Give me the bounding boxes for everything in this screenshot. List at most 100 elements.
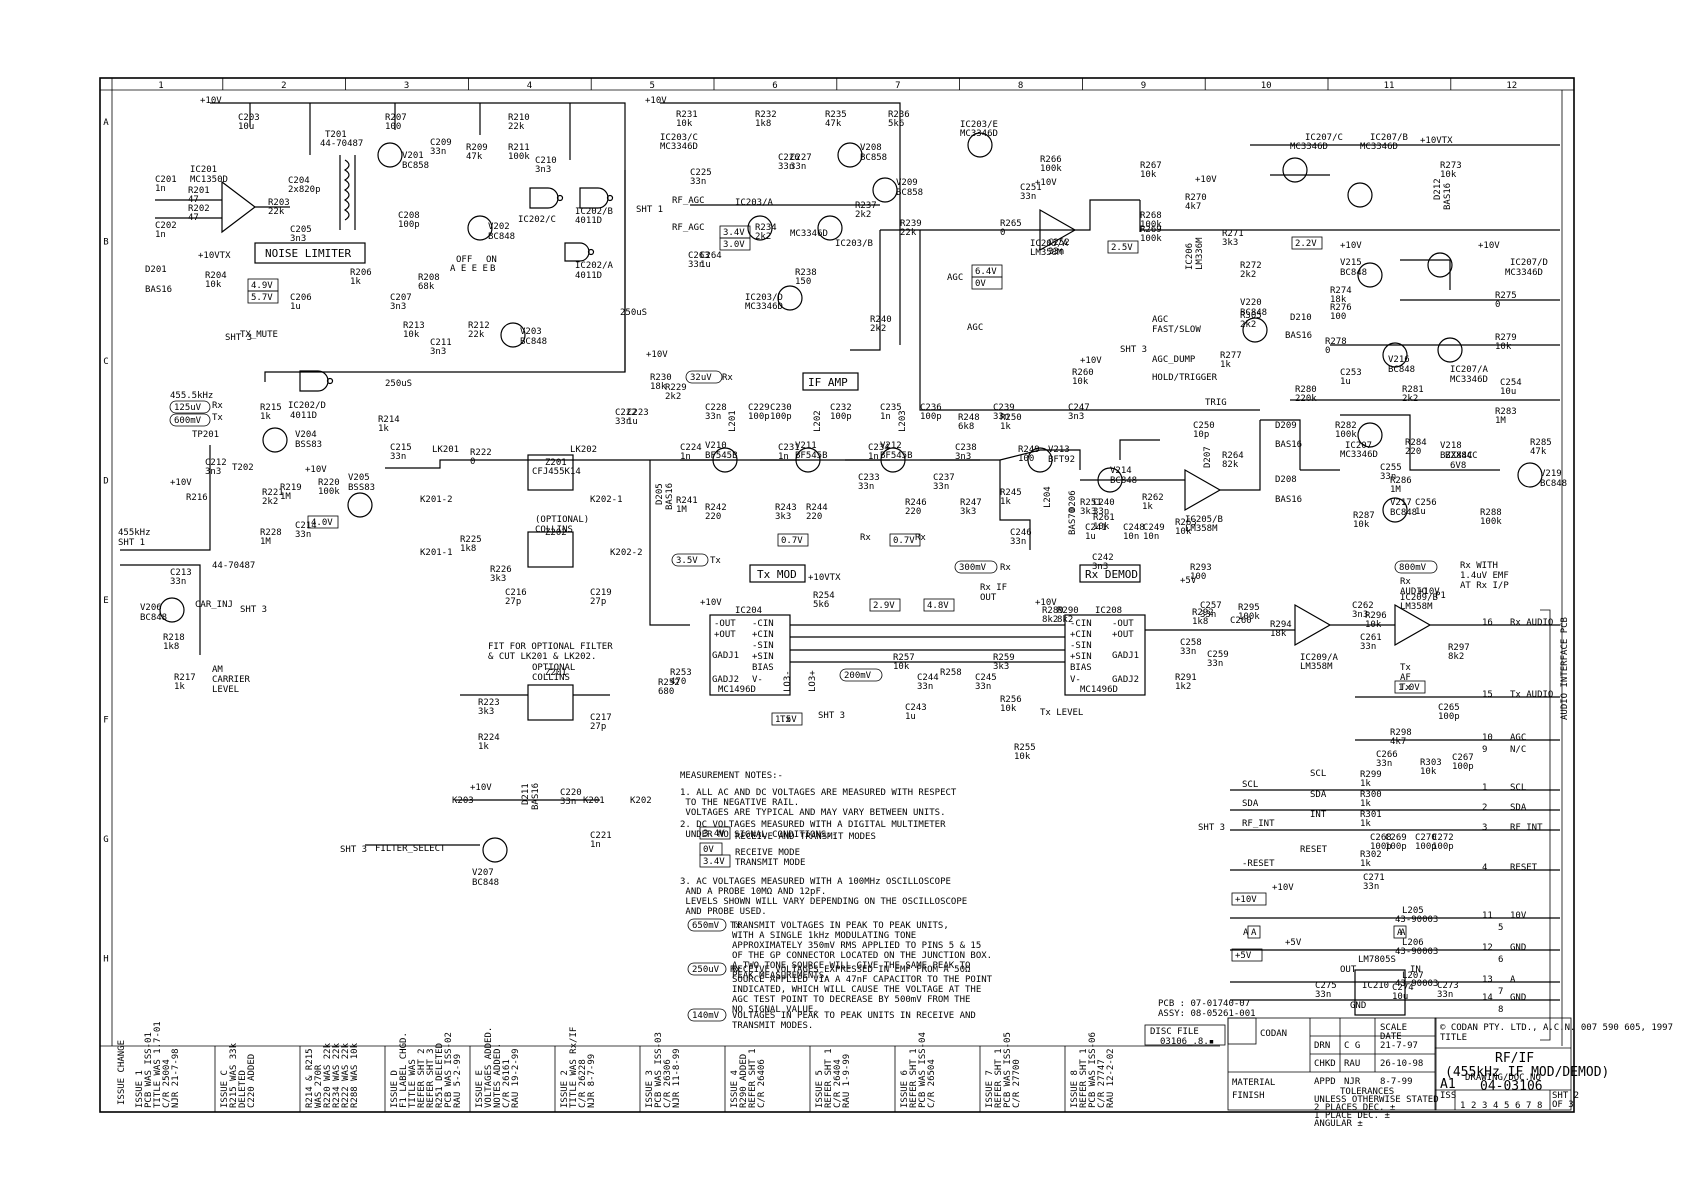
voltage-tag: 2.2V bbox=[1295, 239, 1317, 249]
c230-value: 100p bbox=[770, 412, 792, 422]
r243-value: 3k3 bbox=[775, 512, 791, 522]
c243-value: 1u bbox=[905, 712, 916, 722]
r281-designator: R281 bbox=[1402, 385, 1424, 395]
r272-value: 2k2 bbox=[1240, 270, 1256, 280]
r217-value: 1k bbox=[174, 682, 185, 692]
p10v-ic208: +10V bbox=[1035, 598, 1057, 608]
ac-level-box bbox=[687, 1008, 727, 1022]
r299-designator: R299 bbox=[1360, 770, 1382, 780]
c232-value: 100p bbox=[830, 412, 852, 422]
r255-designator: R255 bbox=[1014, 743, 1036, 753]
r262-value: 1k bbox=[1142, 502, 1153, 512]
r273-designator: R273 bbox=[1440, 161, 1462, 171]
c233-value: 33n bbox=[858, 482, 874, 492]
row-marker: H bbox=[103, 955, 108, 965]
ic204-bias: BIAS bbox=[752, 663, 774, 673]
r302-designator: R302 bbox=[1360, 850, 1382, 860]
voltage-tag-box bbox=[1291, 236, 1323, 250]
tx-35: Tx bbox=[710, 556, 721, 566]
ac-level-tag: 800mV bbox=[1399, 563, 1427, 573]
r212-value: 22k bbox=[468, 330, 485, 340]
r257-designator: R257 bbox=[893, 653, 915, 663]
components-d212: D212 bbox=[1433, 178, 1443, 200]
r262-designator: R262 bbox=[1142, 493, 1164, 503]
c241-designator: C241 bbox=[1085, 523, 1107, 533]
voltage-tag: 3.4V bbox=[703, 857, 725, 867]
rx-300: Rx bbox=[1000, 563, 1011, 573]
company-name: CODAN bbox=[1260, 1029, 1287, 1039]
issue-number: 8 bbox=[1537, 1101, 1542, 1111]
components-l207: L207 bbox=[1402, 971, 1424, 981]
components-ic209a: IC209/A bbox=[1300, 653, 1339, 663]
r207-designator: R207 bbox=[385, 113, 407, 123]
wiring bbox=[120, 102, 1560, 1041]
c225-designator: C225 bbox=[690, 168, 712, 178]
r229-value: 2k2 bbox=[665, 392, 681, 402]
connector-label: RESET bbox=[1510, 863, 1538, 873]
voltage-tag-box bbox=[1394, 680, 1426, 694]
issue-entry: ISSUE DF1 LABEL CHGD.TITLE WASREFER SHT … bbox=[390, 1032, 463, 1108]
ac-level-tag: 140mV bbox=[692, 1011, 720, 1021]
l207-part: 43-90003 bbox=[1395, 979, 1438, 989]
ic204-gadj1: GADJ1 bbox=[712, 651, 739, 661]
voltage-tag: +5V bbox=[1235, 951, 1252, 961]
signals-pulse: 250uS bbox=[620, 308, 647, 318]
signals-aeee: A E E E bbox=[450, 264, 488, 274]
c268-value: 100p bbox=[1370, 842, 1392, 852]
c263-designator: C263 bbox=[688, 251, 710, 261]
r234-designator: R234 bbox=[755, 223, 777, 233]
r252-value: 680 bbox=[658, 687, 674, 697]
noise-limiter-label: NOISE LIMITER bbox=[265, 247, 351, 260]
p10v-t: +10V bbox=[305, 465, 327, 475]
title_block-tolerances: TOLERANCES bbox=[1340, 1087, 1394, 1097]
components-d211: D211 bbox=[521, 783, 531, 805]
r239-value: 22k bbox=[900, 228, 917, 238]
z201-optional: Z201 bbox=[545, 668, 567, 678]
c250-value: 10p bbox=[1193, 430, 1209, 440]
r240-value: 2k2 bbox=[870, 324, 886, 334]
v218-zener: BZX84C bbox=[1445, 451, 1478, 461]
c244-designator: C244 bbox=[917, 673, 939, 683]
v217-part: BC848 bbox=[1390, 508, 1417, 518]
r295-designator: R295 bbox=[1238, 603, 1260, 613]
ac-level-box bbox=[169, 400, 211, 414]
ic208-pin_cin: -CIN bbox=[1070, 619, 1092, 629]
ic203d-part: MC3346D bbox=[745, 302, 783, 312]
row-marker: D bbox=[103, 477, 108, 487]
components-ic202c: IC202/C bbox=[518, 215, 556, 225]
components-l206: L206 bbox=[1402, 938, 1424, 948]
r259-value: 3k3 bbox=[993, 662, 1009, 672]
r203-designator: R203 bbox=[268, 198, 290, 208]
c244-value: 33n bbox=[917, 682, 933, 692]
voltage-tag-box bbox=[889, 533, 921, 547]
r279-value: 10k bbox=[1495, 342, 1512, 352]
r288-designator: R288 bbox=[1480, 508, 1502, 518]
r279-designator: R279 bbox=[1495, 333, 1517, 343]
scl-bus: SCL bbox=[1242, 780, 1258, 790]
c208-designator: C208 bbox=[398, 211, 420, 221]
v220-part: BC848 bbox=[1240, 308, 1267, 318]
c227-value: 33n bbox=[790, 162, 806, 172]
c228-value: 33n bbox=[705, 412, 721, 422]
r253-designator: R253 bbox=[670, 668, 692, 678]
voltage-tag-box bbox=[307, 515, 339, 529]
r220-designator: R220 bbox=[318, 478, 340, 488]
components-ic208_part: MC1496D bbox=[1080, 685, 1118, 695]
r300-value: 1k bbox=[1360, 799, 1371, 809]
ic207d-part: MC3346D bbox=[1505, 268, 1543, 278]
signals-tx: Tx bbox=[212, 413, 223, 423]
signals-scl: SCL bbox=[1310, 769, 1326, 779]
ic204-pin_out: -OUT bbox=[714, 619, 736, 629]
c237-value: 33n bbox=[933, 482, 949, 492]
connector-label: N/C bbox=[1510, 745, 1526, 755]
voltage-tag-box bbox=[719, 237, 751, 251]
components-l202: L202 bbox=[813, 410, 823, 432]
components-v220: V220 bbox=[1240, 298, 1262, 308]
title_block-appd: APPD bbox=[1314, 1077, 1336, 1087]
components-t201: T201 bbox=[325, 130, 347, 140]
components-d206: D206 bbox=[1068, 490, 1078, 512]
title_block-drn_by: C G bbox=[1344, 1041, 1360, 1051]
title_block-date: DATE bbox=[1380, 1032, 1402, 1042]
c254-value: 10u bbox=[1500, 387, 1516, 397]
